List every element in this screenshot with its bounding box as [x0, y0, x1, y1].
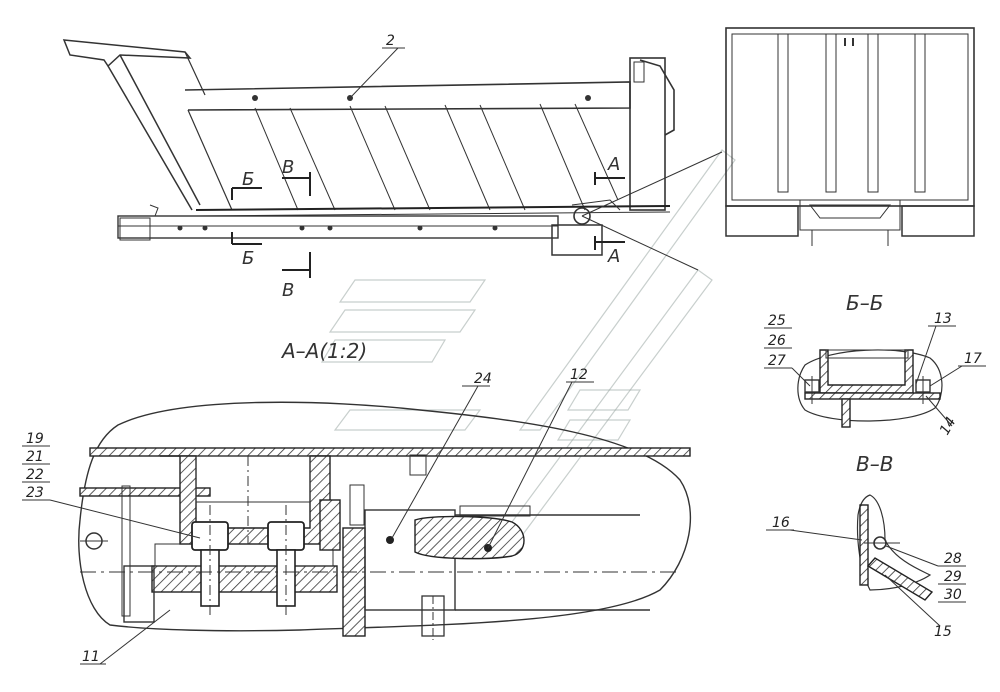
label-28: 28: [944, 551, 962, 567]
callout-15: 15: [884, 574, 952, 640]
section-mark-b-bottom: Б: [242, 248, 254, 269]
section-mark-a-top: А: [607, 154, 620, 175]
callout-14: 14: [925, 395, 960, 438]
side-view: [62, 39, 723, 278]
callout-24: 24: [391, 371, 492, 539]
label-24: 24: [474, 371, 492, 387]
label-12: 12: [570, 367, 588, 383]
detail-aa: [78, 401, 692, 640]
label-29: 29: [944, 569, 962, 585]
callout-17: 17: [929, 351, 986, 387]
section-title-bb: Б–Б: [846, 291, 883, 315]
section-vv: [856, 494, 934, 601]
label-11: 11: [82, 649, 100, 665]
label-22: 22: [26, 467, 44, 483]
label-15: 15: [934, 624, 952, 640]
callout-28-30: 28 29 30: [885, 545, 966, 603]
label-26: 26: [768, 333, 786, 349]
label-19: 19: [26, 431, 44, 447]
section-mark-b-top: Б: [242, 169, 254, 190]
label-25: 25: [768, 313, 786, 329]
callout-11: 11: [80, 609, 171, 665]
label-30: 30: [944, 587, 962, 603]
callout-2: 2: [349, 33, 405, 99]
label-13: 13: [934, 311, 952, 327]
callout-16: 16: [766, 515, 863, 541]
section-title-vv: В–В: [856, 452, 893, 476]
label-2: 2: [386, 33, 395, 49]
callout-19-23: 19 21 22 23: [22, 431, 201, 539]
callout-25-27: 25 26 27: [764, 313, 811, 387]
label-27: 27: [768, 353, 786, 369]
section-mark-a-bottom: А: [607, 246, 620, 267]
label-17: 17: [964, 351, 982, 367]
section-mark-v-top: В: [282, 157, 294, 178]
label-16: 16: [772, 515, 790, 531]
section-bb: [797, 349, 943, 428]
rear-view: [725, 27, 975, 246]
label-23: 23: [26, 485, 44, 501]
label-21: 21: [26, 449, 44, 465]
callout-13: 13: [915, 311, 956, 385]
section-mark-v-bottom: В: [282, 280, 294, 301]
section-title-aa: А–А(1:2): [280, 339, 367, 363]
label-14: 14: [937, 414, 960, 437]
callout-12: 12: [487, 367, 594, 549]
